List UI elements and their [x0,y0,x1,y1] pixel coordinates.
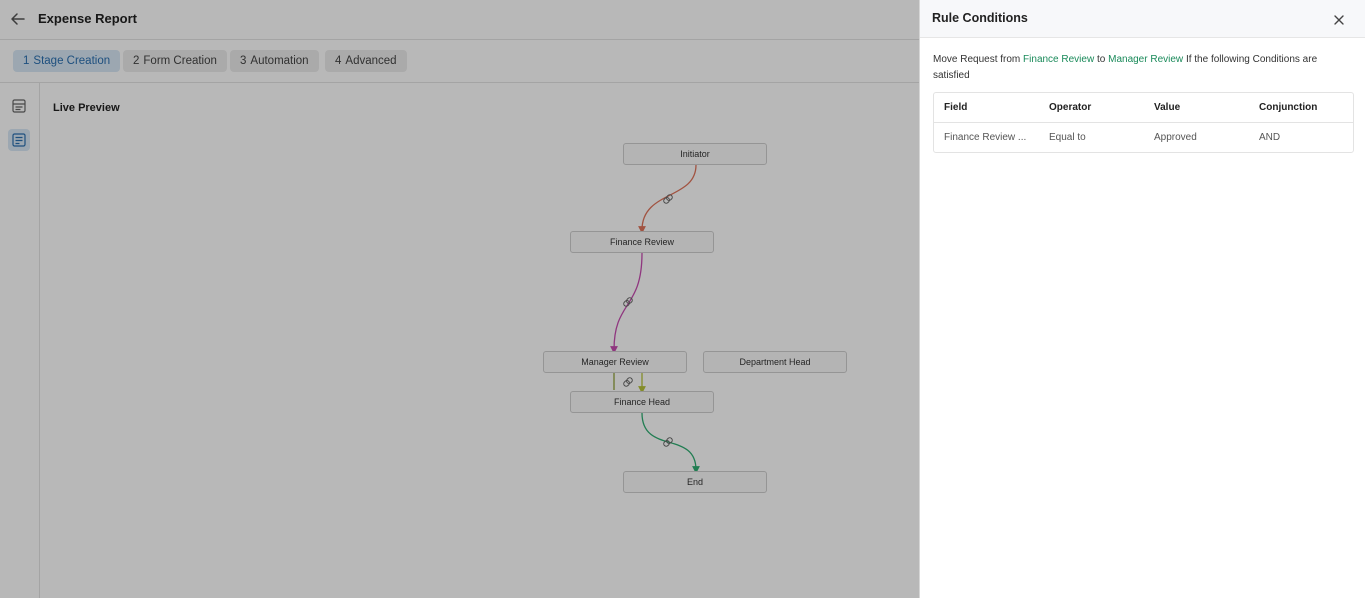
step-number: 1 [23,55,30,67]
page-title: Expense Report [38,11,137,26]
rule-prefix: Move Request from [933,54,1021,65]
form-list-icon[interactable] [8,95,30,117]
step-number: 4 [335,55,342,67]
column-header-field: Field [944,102,968,113]
rule-description: Move Request from Finance Review to Mana… [933,52,1353,84]
rule-to-word: to [1096,54,1106,65]
step-label: Advanced [345,55,397,67]
column-header-value: Value [1154,102,1181,113]
rule-to-stage: Manager Review [1108,54,1184,65]
column-header-operator: Operator [1049,102,1092,113]
conditions-table: Field Operator Value Conjunction Finance… [933,92,1354,153]
node-initiator[interactable]: Initiator [623,143,767,165]
step-label: Form Creation [143,55,217,67]
step-number: 2 [133,55,140,67]
rule-from-stage: Finance Review [1023,54,1095,65]
modal-backdrop[interactable] [0,0,919,598]
step-label: Automation [250,55,309,67]
cell-field: Finance Review ... [944,132,1027,143]
column-header-conjunction: Conjunction [1259,102,1318,113]
node-finance-review[interactable]: Finance Review [570,231,714,253]
node-manager-review[interactable]: Manager Review [543,351,687,373]
node-finance-head[interactable]: Finance Head [570,391,714,413]
table-row: Finance Review ... Equal to Approved AND [934,123,1353,153]
left-rail [0,83,40,598]
panel-title: Rule Conditions [932,11,1028,25]
form-preview-icon[interactable] [8,129,30,151]
rule-suffix: If the following Conditions are satisfie… [933,54,1318,81]
node-end[interactable]: End [623,471,767,493]
live-preview-title: Live Preview [53,102,120,114]
rule-conditions-panel: Rule Conditions Move Request from Financ… [919,0,1365,598]
step-label: Stage Creation [33,55,111,67]
cell-value: Approved [1154,132,1197,143]
panel-header: Rule Conditions [920,0,1365,38]
cell-conjunction: AND [1259,132,1281,143]
step-number: 3 [240,55,247,67]
node-department-head[interactable]: Department Head [703,351,847,373]
cell-operator: Equal to [1049,132,1086,143]
table-header-row: Field Operator Value Conjunction [934,93,1353,123]
arrow-left-icon[interactable] [9,10,27,28]
close-icon[interactable] [1332,13,1346,27]
